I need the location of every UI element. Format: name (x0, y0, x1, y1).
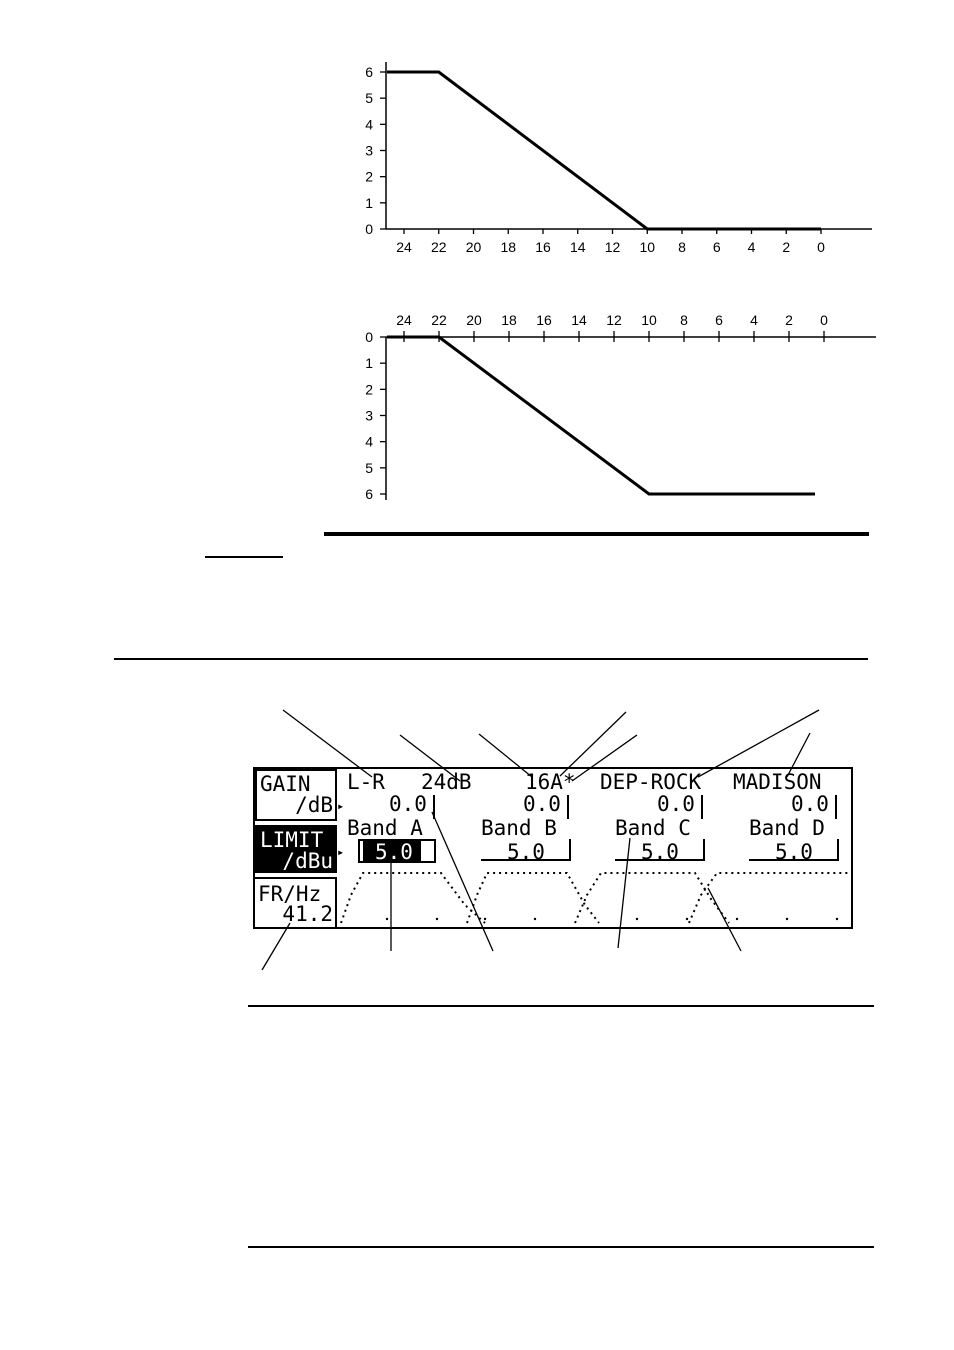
band-a-gain[interactable]: 0.0 (389, 792, 427, 816)
leader-gain (431, 811, 494, 952)
x-tick-label: 16 (535, 239, 551, 255)
y-tick-label: 5 (365, 460, 373, 476)
y-tick-label: 4 (365, 116, 373, 132)
x-tick-label: 0 (820, 312, 828, 328)
leader-freq (261, 922, 291, 971)
y-tick-label: 0 (365, 329, 373, 345)
section-rule (114, 658, 868, 660)
limit-unit: /dBu (282, 849, 333, 873)
band-b-limit[interactable]: 5.0 (507, 840, 545, 864)
x-tick-label: 6 (713, 239, 721, 255)
callout-leaders (261, 709, 820, 971)
x-tick-label: 2 (785, 312, 793, 328)
y-tick-label: 3 (365, 143, 373, 159)
freq-label: FR/Hz (258, 882, 322, 906)
link-mode: L-R (347, 770, 385, 794)
short-underline (205, 556, 283, 558)
gain-row-cursor: ▸ (337, 799, 345, 813)
y-tick-label: 2 (365, 381, 373, 397)
leader-curve (707, 887, 742, 952)
band-b-limit-bracket (481, 839, 571, 861)
band-c-gain-bracket (701, 795, 703, 819)
leader-venue (786, 732, 811, 778)
limit-softkey[interactable]: LIMIT /dBu (255, 825, 337, 873)
band-c-label: Band C (615, 816, 691, 840)
band-c-gain[interactable]: 0.0 (657, 792, 695, 816)
leader-preset (697, 709, 820, 778)
x-tick-label: 10 (641, 312, 657, 328)
band-d-label: Band D (749, 816, 825, 840)
band-d-gain-bracket (835, 795, 837, 819)
band-d-limit[interactable]: 5.0 (775, 840, 813, 864)
series-line (387, 335, 815, 496)
leader-link (282, 709, 373, 778)
gain-label: GAIN (260, 772, 311, 796)
band-d-gain[interactable]: 0.0 (791, 792, 829, 816)
x-tick-label: 24 (396, 239, 412, 255)
gain-softkey[interactable]: GAIN /dB (255, 769, 337, 821)
freq-softkey[interactable]: FR/Hz 41.2 (255, 877, 337, 929)
x-tick-label: 18 (500, 239, 516, 255)
slope: 24dB (421, 770, 472, 794)
band-a-limit-box (358, 839, 436, 863)
leader-memory-star (571, 734, 638, 782)
limit-row-cursor: ▸ (337, 845, 345, 859)
band-a-label: Band A (347, 816, 423, 840)
preset-name: DEP-ROCK (600, 770, 702, 794)
y-tick-label: 2 (365, 169, 373, 185)
memory-slot: 16A* (525, 770, 576, 794)
y-tick-label: 5 (365, 90, 373, 106)
limit-label: LIMIT (260, 828, 324, 852)
thick-rule (324, 532, 869, 536)
x-tick-label: 12 (606, 312, 622, 328)
x-tick-label: 12 (605, 239, 621, 255)
lcd-display: GAIN /dB LIMIT /dBu FR/Hz 41.2 L-R 24dB … (253, 767, 853, 929)
band-b-gain[interactable]: 0.0 (523, 792, 561, 816)
band-c-limit[interactable]: 5.0 (641, 840, 679, 864)
x-tick-label: 20 (466, 239, 482, 255)
y-tick-label: 4 (365, 434, 373, 450)
page-bottom-rule (248, 1246, 874, 1248)
x-tick-label: 22 (431, 312, 447, 328)
x-tick-label: 0 (817, 239, 825, 255)
x-tick-label: 8 (678, 239, 686, 255)
x-tick-label: 4 (748, 239, 756, 255)
x-tick-label: 20 (466, 312, 482, 328)
gain-unit: /dB (295, 793, 333, 817)
venue-name: MADISON (733, 770, 822, 794)
leader-memory (478, 733, 533, 778)
band-c-limit-bracket (615, 839, 705, 861)
band-b-gain-bracket (567, 795, 569, 819)
x-tick-label: 2 (782, 239, 790, 255)
crossover-curve-graphic (340, 872, 849, 924)
figure-bottom-rule (248, 1005, 874, 1007)
leader-slope (399, 734, 461, 782)
y-tick-label: 1 (365, 355, 373, 371)
y-tick-label: 6 (365, 486, 373, 502)
leader-band-label (617, 837, 631, 949)
x-tick-label: 18 (501, 312, 517, 328)
y-tick-label: 6 (365, 64, 373, 80)
x-tick-label: 4 (750, 312, 758, 328)
y-tick-label: 0 (365, 221, 373, 237)
leader-memory-2 (559, 711, 627, 777)
x-tick-label: 16 (536, 312, 552, 328)
band-a-gain-bracket (433, 795, 435, 819)
band-a-limit[interactable]: 5.0 (363, 841, 421, 863)
x-tick-label: 14 (570, 239, 586, 255)
x-tick-label: 22 (431, 239, 447, 255)
y-tick-label: 1 (365, 195, 373, 211)
band-b-label: Band B (481, 816, 557, 840)
band-d-limit-bracket (749, 839, 839, 861)
x-tick-label: 8 (680, 312, 688, 328)
x-tick-label: 6 (715, 312, 723, 328)
y-tick-label: 3 (365, 408, 373, 424)
x-tick-label: 14 (571, 312, 587, 328)
x-tick-label: 24 (396, 312, 412, 328)
series-line (387, 70, 821, 231)
x-tick-label: 10 (639, 239, 655, 255)
freq-value: 41.2 (282, 902, 333, 926)
